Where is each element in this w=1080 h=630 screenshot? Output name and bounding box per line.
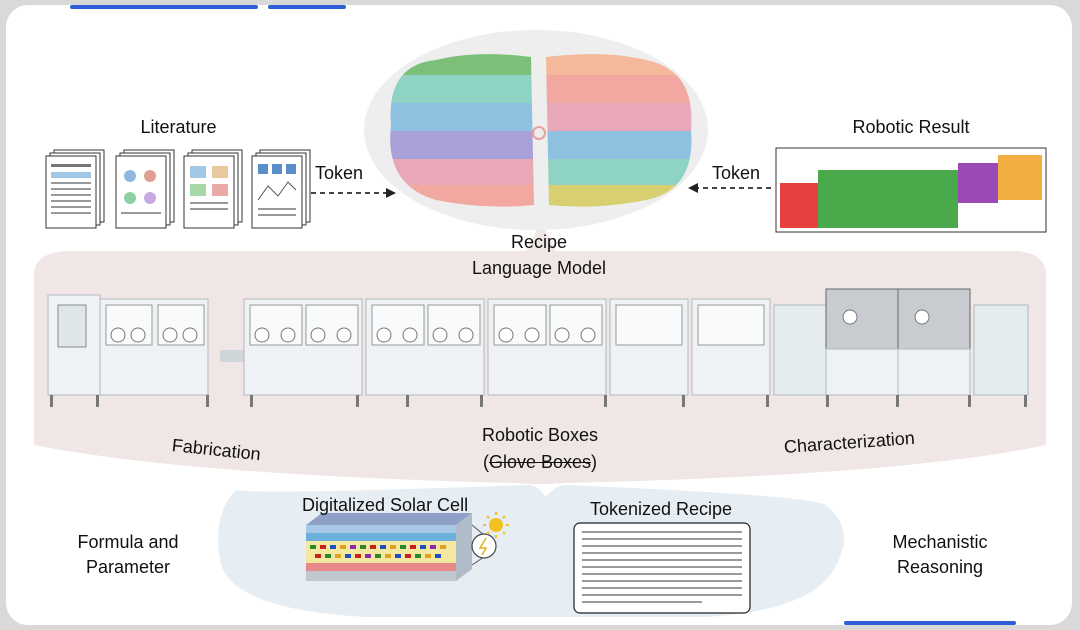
glove-boxes-label: (Glove Boxes) <box>482 452 598 472</box>
model-label-line1: Recipe <box>510 232 568 252</box>
solar-cell-label: Digitalized Solar Cell <box>302 495 469 515</box>
arrow-icon <box>311 188 396 198</box>
robotic-boxes-label: Robotic Boxes <box>481 425 599 445</box>
mechanistic-label-line2: Reasoning <box>896 557 984 577</box>
accent-bar <box>268 5 346 9</box>
document-icon <box>45 149 311 229</box>
brain-icon <box>364 30 708 230</box>
robot-box-icon <box>47 288 1029 407</box>
token-label-left: Token <box>315 163 364 183</box>
formula-label-line1: Formula and <box>77 532 179 552</box>
robotic-result-label: Robotic Result <box>852 117 970 137</box>
token-label-right: Token <box>712 163 761 183</box>
arrow-icon <box>688 183 771 193</box>
solar-cell-icon <box>306 513 497 581</box>
model-label-line2: Language Model <box>471 258 607 278</box>
recipe-text-box <box>573 522 751 614</box>
formula-label-line2: Parameter <box>85 557 171 577</box>
accent-bar <box>844 621 1016 625</box>
tokenized-recipe-label: Tokenized Recipe <box>589 499 733 519</box>
diagram-canvas <box>34 30 1047 617</box>
literature-label: Literature <box>140 117 217 137</box>
mechanistic-label-line1: Mechanistic <box>892 532 988 552</box>
figure-frame: Literature Robotic Result Token Token Re… <box>6 5 1072 625</box>
sun-icon <box>483 512 509 538</box>
accent-bar <box>70 5 258 9</box>
glove-boxes-text: Glove Boxes <box>488 452 592 472</box>
result-plot <box>775 147 1047 233</box>
